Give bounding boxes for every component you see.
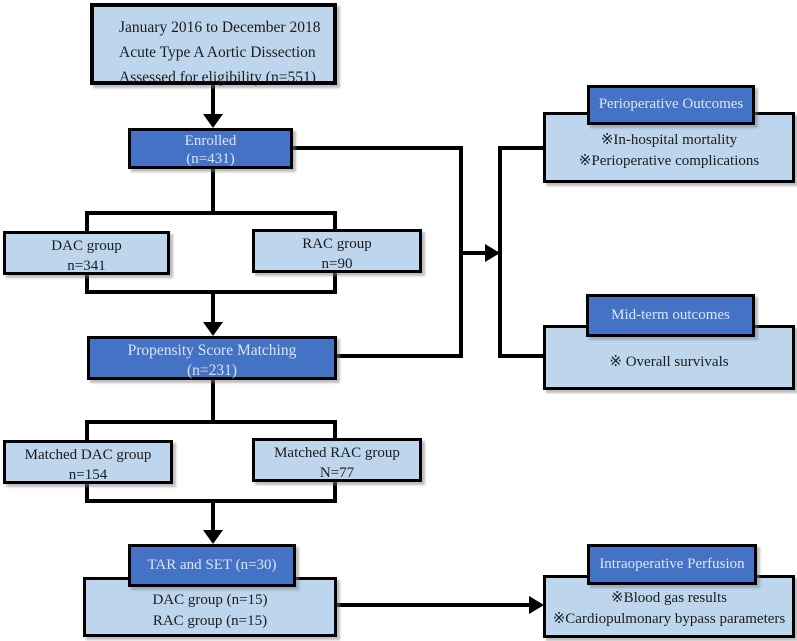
dac-group-line-2: n=341 [67,258,106,274]
dac-group-box: DAC group n=341 [3,231,170,275]
tar-set-line-1: DAC group (n=15) [152,592,268,608]
arrowhead-into-psm [203,322,223,336]
intraoperative-line-2: ※Cardiopulmonary bypass parameters [552,611,786,627]
intraoperative-line-1: ※Blood gas results [611,590,727,606]
tar-set-line-2: RAC group (n=15) [152,613,268,629]
perioperative-line-1: ※In-hospital mortality [600,132,738,148]
psm-line-1: Propensity Score Matching [127,342,297,359]
matched-dac-line-1: Matched DAC group [24,447,152,463]
perioperative-outcomes-header-box: Perioperative Outcomes [587,85,755,125]
psm-box: Propensity Score Matching (n=231) [87,336,337,380]
connector-mid-arrow-stem [461,251,489,255]
midterm-outcomes-header-box: Mid-term outcomes [586,294,755,337]
arrowhead-into-enrolled [203,114,223,128]
connector-vertical-outer [498,146,502,358]
connector-split-to-psm [211,290,215,324]
midterm-header-label: Mid-term outcomes [611,307,730,323]
connector-psm-to-right [335,354,461,358]
rac-group-line-1: RAC group [302,236,372,252]
eligibility-box: January 2016 to December 2018 Acute Type… [90,3,337,86]
arrowhead-into-intraoperative [529,596,544,614]
connector-to-perioperative [500,146,545,150]
enrolled-line-1: Enrolled [184,133,237,149]
matched-rac-line-1: Matched RAC group [274,445,400,461]
intraoperative-perfusion-body-box: ※Blood gas results ※Cardiopulmonary bypa… [543,575,795,638]
arrowhead-into-outcomes-branch [485,244,500,262]
connector-to-midterm [500,354,545,358]
perioperative-header-label: Perioperative Outcomes [598,96,744,112]
connector-enrolled-to-right [293,146,461,150]
matched-rac-line-2: N=77 [319,465,355,481]
psm-line-2: (n=231) [186,362,238,379]
dac-group-line-1: DAC group [51,238,122,254]
tar-set-header-label: TAR and SET (n=30) [147,557,277,573]
rac-group-line-2: n=90 [321,256,353,272]
connector-tar-to-intraoperative [337,603,531,607]
eligibility-line-1: January 2016 to December 2018 [119,19,321,36]
connector-enrolled-to-split [211,169,215,215]
connector-psm-to-split2 [211,380,215,424]
connector-split2-to-tar [211,499,215,532]
perioperative-outcomes-body-box: ※In-hospital mortality ※Perioperative co… [543,112,795,183]
matched-dac-line-2: n=154 [68,467,108,483]
eligibility-line-3: Assessed for eligibility (n=551) [119,69,316,86]
rac-group-box: RAC group n=90 [252,229,422,273]
matched-dac-group-box: Matched DAC group n=154 [3,440,173,484]
intraoperative-header-label: Intraoperative Perfusion [599,556,745,572]
eligibility-line-2: Acute Type A Aortic Dissection [119,44,316,61]
perioperative-line-2: ※Perioperative complications [578,153,760,169]
midterm-line-1: ※ Overall survivals [609,354,729,370]
tar-set-header-box: TAR and SET (n=30) [128,544,296,587]
enrolled-box: Enrolled (n=431) [128,128,293,169]
arrowhead-into-tar-set [203,530,223,544]
matched-rac-group-box: Matched RAC group N=77 [252,438,422,482]
enrolled-line-2: (n=431) [186,151,235,167]
connector-eligibility-to-enrolled [211,85,215,116]
intraoperative-perfusion-header-box: Intraoperative Perfusion [587,544,757,585]
